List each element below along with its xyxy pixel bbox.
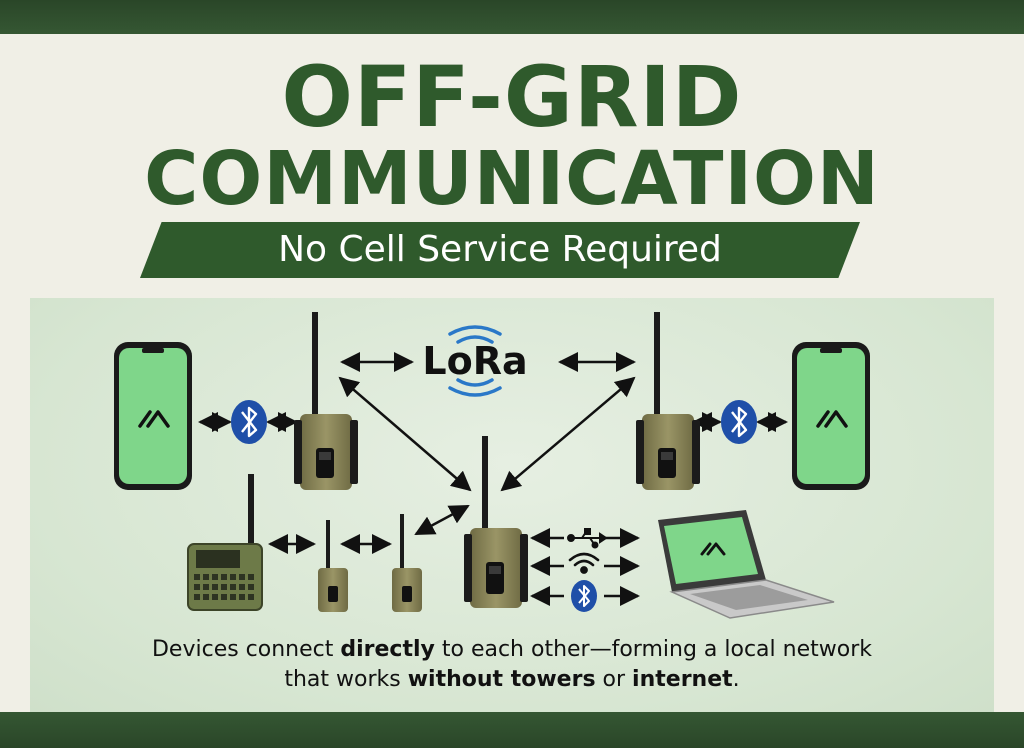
caption-line2-b: without towers (407, 667, 596, 692)
bluetooth-icon (571, 580, 597, 612)
arrow-small2-center (414, 504, 470, 536)
arrow-radio-right-center (500, 376, 636, 492)
caption-line1: Devices connect directly to each other—f… (30, 636, 994, 664)
app-logo-icon (816, 410, 848, 428)
caption-line2-a: that works (284, 667, 408, 692)
subtitle-banner: No Cell Service Required (140, 222, 860, 278)
page-title-line1: OFF-GRID (281, 48, 743, 146)
diagram-panel: LoRa (30, 298, 994, 712)
wifi-icon (568, 552, 600, 574)
radio-left (294, 312, 358, 490)
page-title-line2: COMMUNICATION (144, 136, 880, 222)
top-band (0, 0, 1024, 34)
keypad-grid (194, 574, 254, 600)
caption-line2: that works without towers or internet. (30, 666, 994, 694)
subtitle-text: No Cell Service Required (278, 229, 722, 270)
usb-icon (567, 528, 608, 549)
app-logo-icon (138, 410, 170, 428)
phone-right (792, 342, 870, 490)
subtitle-banner-bg (140, 222, 860, 278)
caption-line1-a: Devices connect (151, 637, 341, 662)
bluetooth-icon (721, 400, 757, 444)
caption-line1-b: directly (340, 637, 435, 662)
radio-right (636, 312, 700, 490)
bottom-band (0, 712, 1024, 748)
lora-label: LoRa (422, 339, 527, 383)
radio-small-2 (392, 514, 422, 612)
bluetooth-icon (231, 400, 267, 444)
connection-arrows (198, 352, 788, 606)
caption-line1-c: to each other—forming a local network (434, 637, 872, 662)
caption-line2-e: . (732, 667, 740, 692)
radio-small-1 (318, 520, 348, 612)
lora-label-group: LoRa (422, 325, 528, 397)
caption-line2-c: or (595, 667, 633, 692)
app-logo-icon (700, 542, 726, 556)
radio-center (464, 436, 528, 608)
network-diagram: LoRa (114, 312, 870, 619)
caption-line2-d: internet (632, 667, 733, 692)
arrow-radio-left-center (338, 376, 472, 492)
laptop (658, 510, 835, 619)
phone-left (114, 342, 192, 490)
keypad-radio (187, 474, 263, 611)
